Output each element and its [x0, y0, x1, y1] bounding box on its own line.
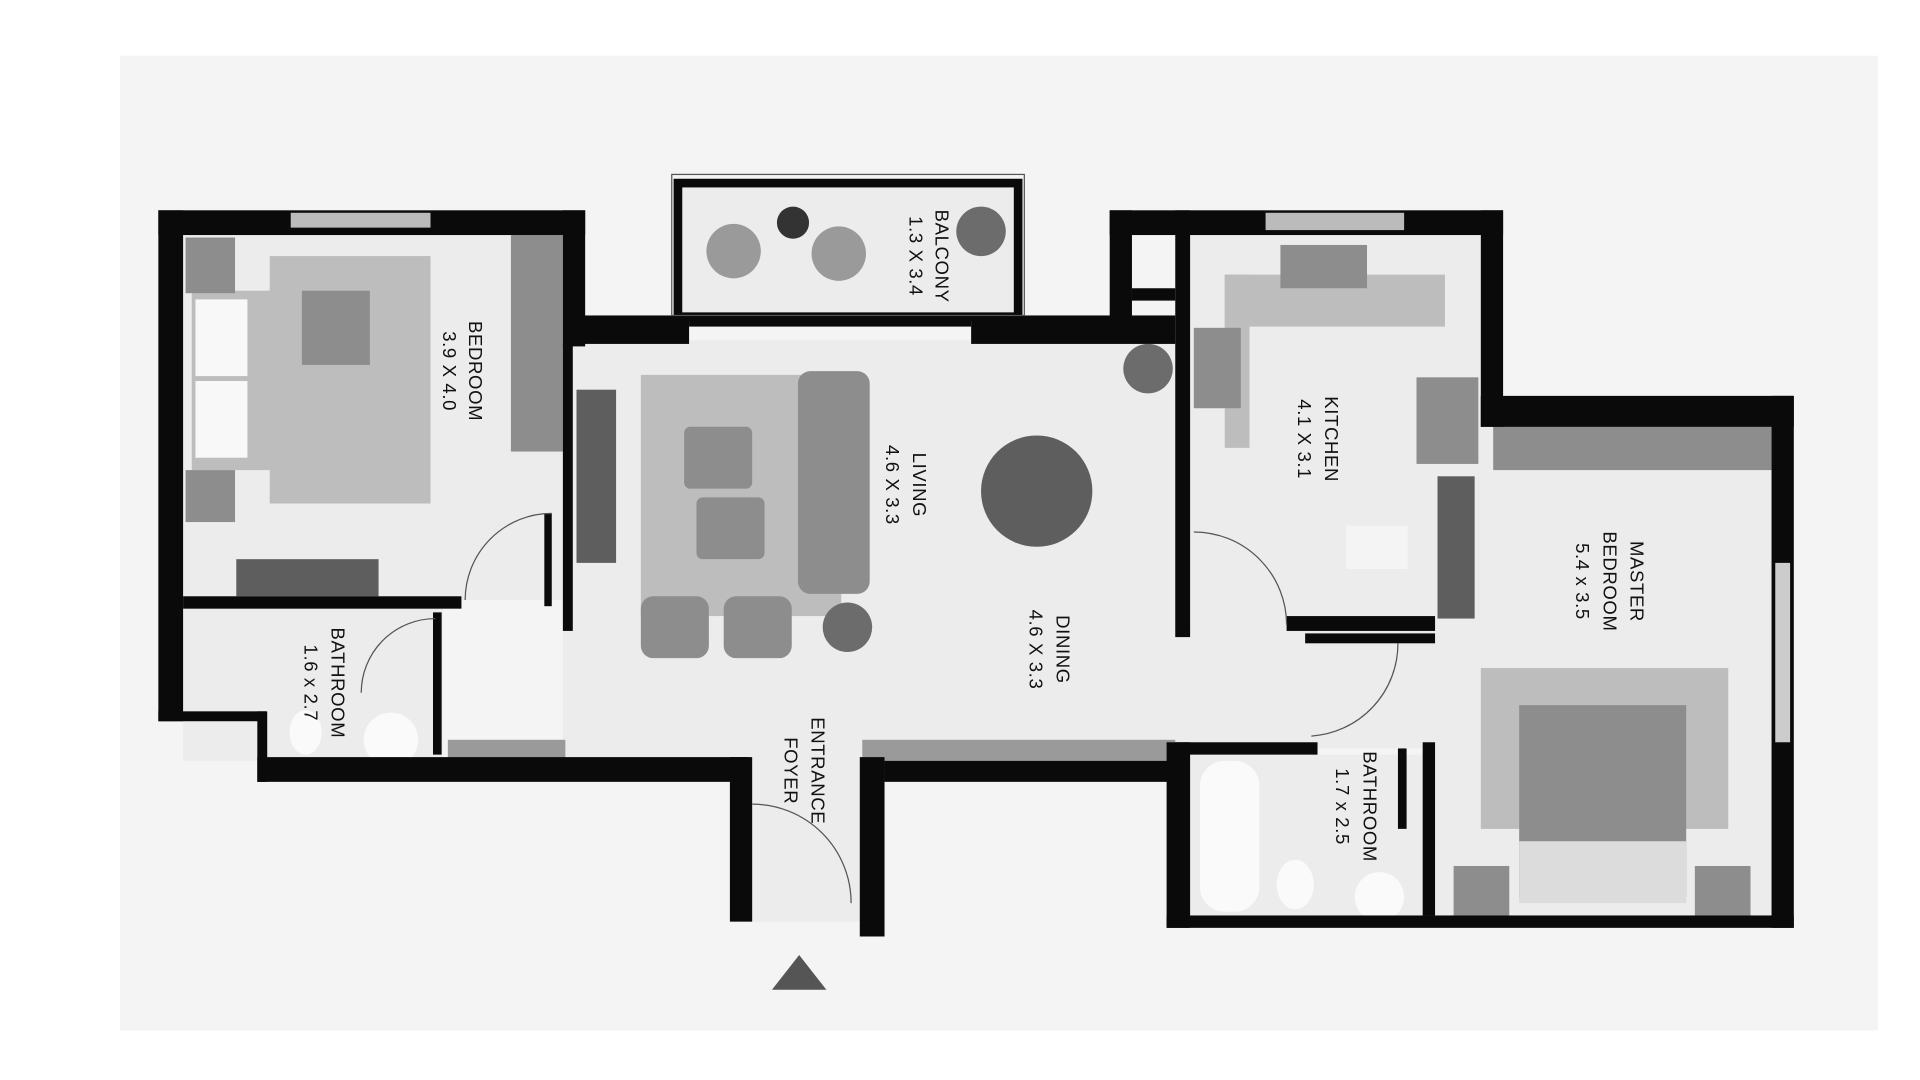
door-swings: [360, 512, 1399, 904]
furniture: [185, 206, 1772, 922]
room-size: 5.4 x 3.5: [1572, 543, 1593, 620]
room-size: 4.6 X 3.3: [882, 445, 903, 525]
room-label-living: LIVING 4.6 X 3.3: [882, 445, 930, 525]
sink: [1280, 244, 1368, 289]
room-label-bathroom-1: BATHROOM 1.6 x 2.7: [300, 628, 348, 739]
sofa: [797, 371, 870, 594]
room-size: 1.7 x 2.5: [1332, 768, 1353, 845]
bedroom-wardrobe: [510, 235, 563, 452]
room-label-foyer: ENTRANCE FOYER: [780, 717, 828, 824]
room-size: 3.9 X 4.0: [439, 331, 460, 411]
room-label-kitchen: KITCHEN 4.1 X 3.1: [1294, 396, 1342, 482]
room-name-line1: MASTER: [1627, 541, 1648, 622]
room-name: BATHROOM: [1359, 751, 1380, 862]
room-name-line2: FOYER: [780, 737, 801, 804]
room-size: 4.1 X 3.1: [1294, 399, 1315, 479]
tv-unit: [576, 389, 617, 563]
entrance-triangle-icon: [771, 955, 827, 990]
balcony-railing: [673, 178, 1023, 322]
room-label-bedroom: BEDROOM 3.9 X 4.0: [439, 321, 486, 421]
stove: [1193, 327, 1241, 409]
room-size: 4.6 X 3.3: [1025, 610, 1046, 690]
window: [1775, 562, 1791, 743]
room-name: DINING: [1053, 615, 1074, 684]
room-label-dining: DINING 4.6 X 3.3: [1025, 610, 1073, 690]
room-name: BEDROOM: [465, 321, 486, 421]
walls: [158, 173, 1794, 937]
dining-table: [981, 435, 1093, 547]
room-name-line2: BEDROOM: [1599, 531, 1620, 631]
master-wardrobe: [1493, 423, 1772, 471]
coffee-table: [696, 497, 765, 560]
room-name: BATHROOM: [328, 628, 349, 739]
room-label-master-bedroom: MASTER BEDROOM 5.4 x 3.5: [1572, 531, 1647, 631]
room-label-bathroom-2: BATHROOM 1.7 x 2.5: [1332, 751, 1380, 862]
room-size: 1.3 X 3.4: [905, 216, 926, 296]
room-size: 1.6 x 2.7: [300, 645, 321, 722]
room-name-line1: ENTRANCE: [808, 717, 829, 824]
bathtub: [1200, 760, 1260, 912]
room-label-balcony: BALCONY 1.3 X 3.4: [905, 210, 952, 303]
window: [290, 212, 431, 228]
room-name: LIVING: [909, 453, 930, 518]
room-name: KITCHEN: [1321, 396, 1342, 482]
room-name: BALCONY: [931, 210, 952, 303]
